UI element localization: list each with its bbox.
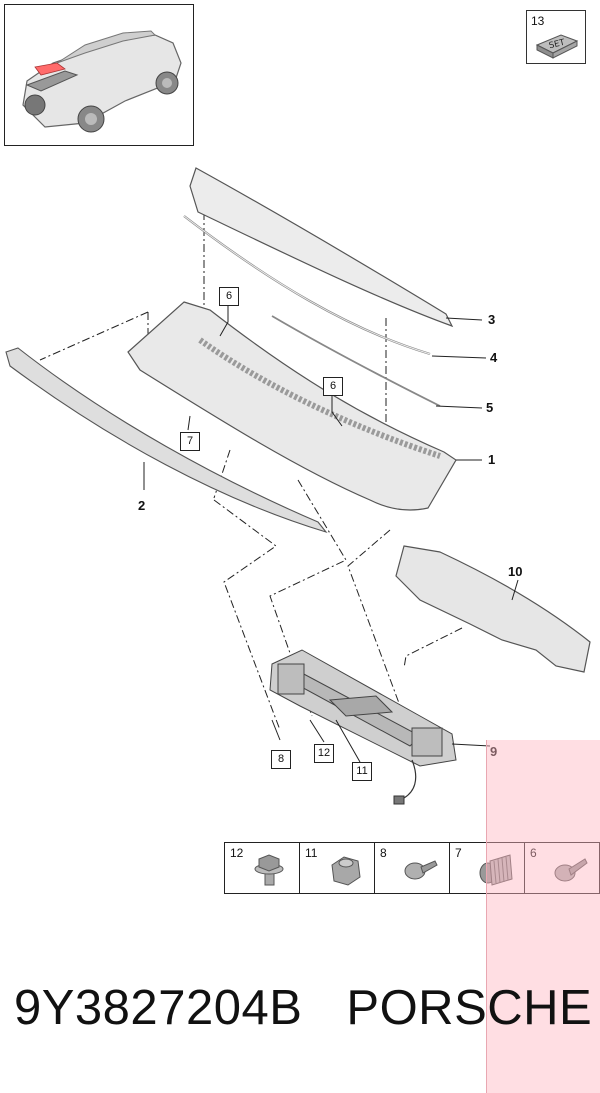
vehicle-thumbnail bbox=[4, 4, 194, 146]
callout-2: 2 bbox=[138, 498, 146, 513]
actuator-frame-assembly bbox=[269, 649, 457, 767]
callout-11: 11 bbox=[352, 762, 372, 781]
round-head-screw-icon bbox=[404, 860, 438, 880]
set-label: SET bbox=[548, 38, 567, 52]
footer: 9Y3827204B PORSCHE bbox=[14, 980, 592, 1036]
callout-12: 12 bbox=[314, 744, 334, 763]
callout-7: 7 bbox=[180, 432, 200, 451]
callout-10: 10 bbox=[508, 564, 523, 579]
part-3-spoiler-cover bbox=[189, 167, 454, 328]
callout-13: 13 bbox=[531, 14, 545, 28]
callout-6-upper: 6 bbox=[219, 287, 239, 306]
hardware-cell-7: 7 bbox=[450, 843, 525, 893]
callout-6-lower: 6 bbox=[323, 377, 343, 396]
part-5-thin-strip bbox=[271, 315, 441, 407]
rivet-screw-icon bbox=[554, 858, 588, 882]
hardware-num: 8 bbox=[380, 846, 387, 860]
hardware-num: 12 bbox=[230, 846, 244, 860]
part-1-rear-spoiler bbox=[127, 301, 457, 511]
part-2-trim-strip bbox=[5, 347, 328, 534]
callout-5: 5 bbox=[486, 400, 494, 415]
callout-1: 1 bbox=[488, 452, 496, 467]
hex-flange-bolt-icon bbox=[254, 854, 284, 886]
callout-8: 8 bbox=[271, 750, 291, 769]
hardware-num: 7 bbox=[455, 846, 462, 860]
hardware-num: 11 bbox=[305, 846, 318, 860]
hex-nut-icon bbox=[331, 856, 361, 886]
hardware-cell-6: 6 bbox=[525, 843, 599, 893]
part-10-lower-panel bbox=[395, 545, 591, 673]
brand-name: PORSCHE bbox=[346, 981, 593, 1035]
highlight-overlay bbox=[486, 740, 600, 1093]
callout-3: 3 bbox=[488, 312, 496, 327]
part-number: 9Y3827204B bbox=[14, 981, 303, 1035]
set-kit-box: 13 SET bbox=[526, 10, 586, 64]
set-package-icon: SET bbox=[535, 34, 579, 59]
callout-9: 9 bbox=[490, 744, 498, 759]
callout-4: 4 bbox=[490, 350, 498, 365]
hardware-cell-12: 12 bbox=[225, 843, 300, 893]
hardware-cell-11: 11 bbox=[300, 843, 375, 893]
hardware-num: 6 bbox=[530, 846, 537, 860]
hardware-cell-8: 8 bbox=[375, 843, 450, 893]
spring-clip-icon bbox=[479, 854, 513, 886]
car-illustration-icon bbox=[22, 30, 182, 133]
